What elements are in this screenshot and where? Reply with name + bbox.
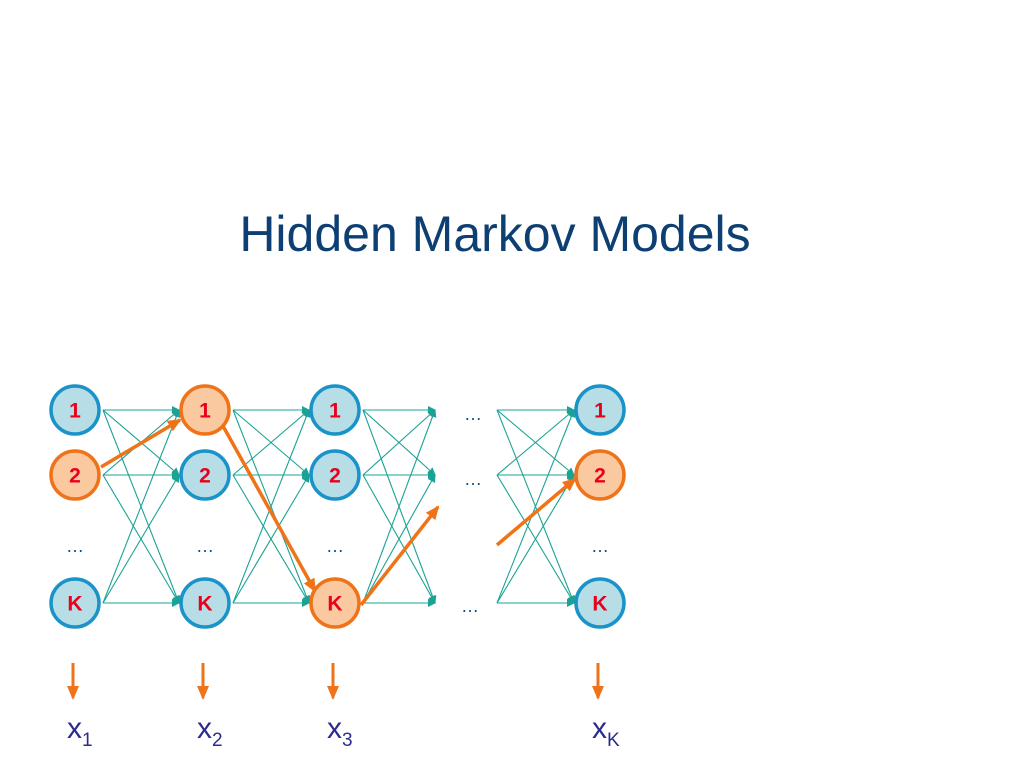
ellipsis-dots: … — [464, 469, 482, 489]
state-label: 2 — [329, 465, 341, 488]
transition-edge — [362, 474, 436, 604]
path-segment — [359, 505, 440, 607]
path-segment — [100, 418, 182, 469]
state-node — [574, 449, 626, 501]
ellipsis-dots: … — [464, 404, 482, 424]
state-node — [309, 577, 361, 629]
transition-edge — [102, 474, 180, 604]
state-nodes: 1 2K 1 2K 1 2K 1 2K — [49, 384, 626, 629]
ellipsis-dots: … — [66, 536, 84, 556]
transition-edge — [232, 474, 310, 604]
ellipsis-dots: … — [196, 536, 214, 556]
state-node — [309, 449, 361, 501]
state-node — [49, 384, 101, 436]
state-label: 1 — [594, 400, 606, 423]
transition-edge — [362, 409, 436, 476]
transition-edge — [102, 409, 181, 604]
highlighted-state-path — [100, 418, 577, 607]
state-node — [574, 384, 626, 436]
state-node — [179, 449, 231, 501]
transition-edge — [496, 474, 575, 604]
state-label: 1 — [329, 400, 341, 423]
path-segment — [221, 425, 317, 593]
state-label: 1 — [199, 400, 211, 423]
state-label: K — [67, 593, 82, 616]
observation-label: x1 — [67, 712, 93, 751]
path-segment — [495, 477, 577, 547]
transition-edge — [496, 409, 575, 476]
state-node — [49, 577, 101, 629]
observation-label: xK — [592, 712, 620, 751]
observation-label: x2 — [197, 712, 223, 751]
observations: x1 x2 x3 xK — [67, 663, 620, 751]
slide-title: Hidden Markov Models — [239, 206, 751, 262]
state-node — [49, 449, 101, 501]
state-node — [574, 577, 626, 629]
state-label: 2 — [594, 465, 606, 488]
transition-edge — [232, 409, 311, 604]
ellipsis-markers: … … … … … … … — [66, 404, 609, 616]
ellipsis-dots: … — [461, 596, 479, 616]
state-label: K — [327, 593, 342, 616]
ellipsis-dots: … — [591, 536, 609, 556]
state-label: 2 — [69, 465, 81, 488]
transition-edge — [496, 409, 576, 604]
state-label: K — [197, 593, 212, 616]
state-label: 1 — [69, 400, 81, 423]
state-node — [179, 577, 231, 629]
observation-label: x3 — [327, 712, 353, 751]
ellipsis-dots: … — [326, 536, 344, 556]
transition-edge — [362, 409, 437, 604]
state-label: K — [592, 593, 607, 616]
transition-edges — [102, 406, 576, 607]
state-node — [309, 384, 361, 436]
state-node — [179, 384, 231, 436]
state-label: 2 — [199, 465, 211, 488]
